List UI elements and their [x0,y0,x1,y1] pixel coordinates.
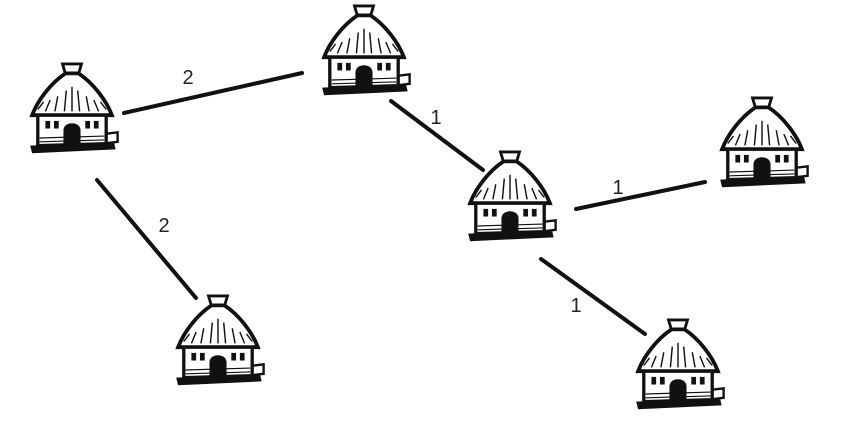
hut-icon [320,4,412,98]
edge-line-hut-a-hut-c [95,178,198,300]
edge-weight-label: 1 [430,107,441,129]
edges-layer: 2 2 1 1 1 [95,67,707,336]
hut-icon [634,318,726,412]
nodes-layer [28,4,810,412]
edge-weight-label: 2 [182,67,193,89]
edge-line-hut-b-hut-d [389,99,485,172]
edge-weight-label: 1 [612,177,623,199]
edge-weight-label: 1 [570,295,581,317]
edge-line-hut-a-hut-b [122,71,304,115]
hut-icon [466,150,558,244]
edge-line-hut-d-hut-e [574,180,707,211]
hut-icon [28,62,120,156]
hut-icon [718,96,810,190]
edge-weight-label: 2 [158,215,169,237]
edge-line-hut-d-hut-f [539,257,647,336]
hut-icon [174,294,266,388]
